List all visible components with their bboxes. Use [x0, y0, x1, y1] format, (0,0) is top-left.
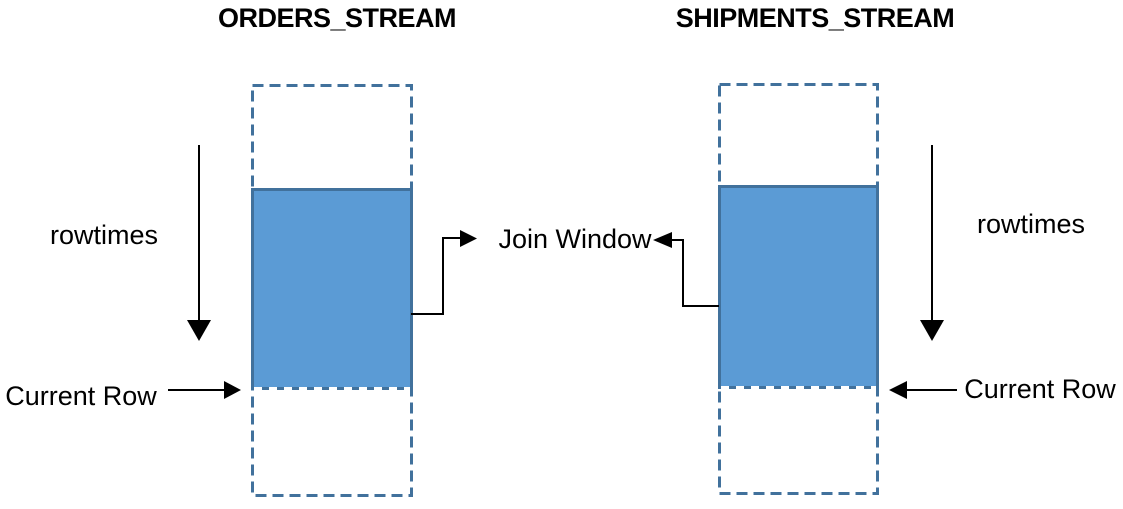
orders-rowtimes-arrow	[187, 145, 211, 341]
shipments-join-window-region	[718, 185, 879, 389]
orders-join-connector	[411, 230, 477, 315]
shipments-rowtimes-label: rowtimes	[976, 209, 1086, 239]
orders-join-window-region	[251, 188, 413, 390]
shipments-current-row-label: Current Row	[964, 374, 1116, 404]
shipments-current-row-arrow	[889, 381, 957, 399]
shipments-rowtimes-arrow	[920, 145, 944, 341]
orders-current-row-label: Current Row	[5, 381, 157, 411]
shipments-join-connector	[653, 232, 719, 307]
orders-rowtimes-label: rowtimes	[49, 220, 159, 250]
orders-current-row-arrow	[168, 381, 241, 399]
join-window-label: Join Window	[498, 224, 652, 254]
orders-stream-title: ORDERS_STREAM	[217, 3, 457, 33]
shipments-stream-title: SHIPMENTS_STREAM	[675, 3, 955, 33]
